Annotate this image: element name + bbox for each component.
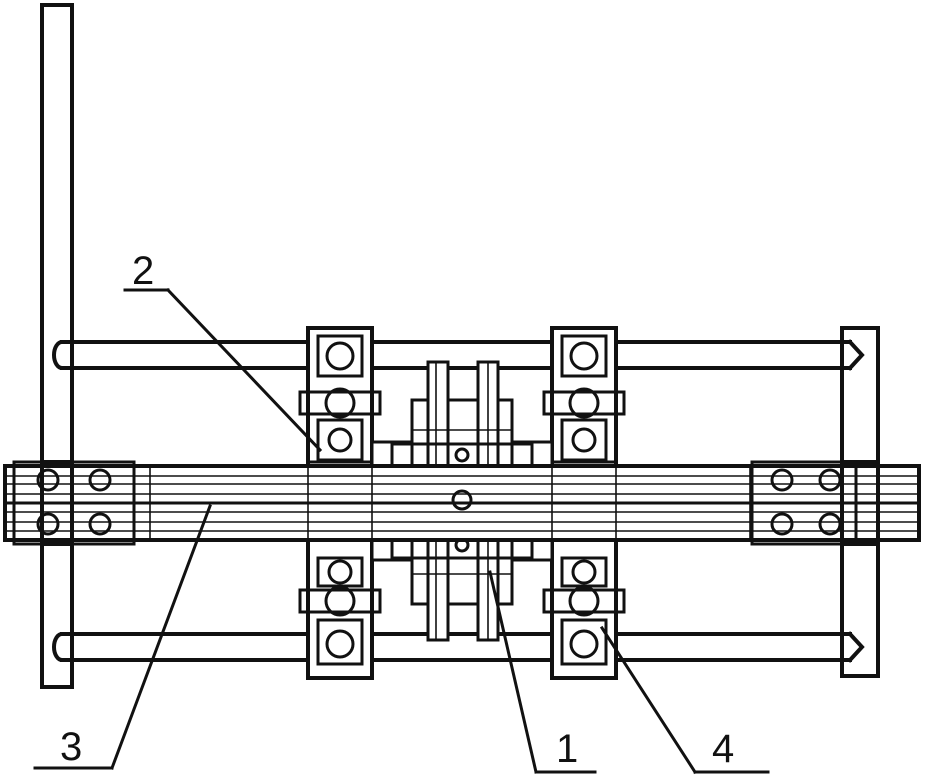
- label-4-leader: [599, 625, 698, 775]
- right-shaft-clamp: [750, 460, 880, 546]
- label-part-4: 4: [712, 727, 734, 771]
- label-part-1: 1: [556, 727, 578, 771]
- label-part-3: 3: [60, 725, 82, 769]
- leader-lines: [33, 287, 770, 775]
- label-part-2: 2: [132, 249, 154, 293]
- left-shaft-clamp: [12, 460, 136, 546]
- lower-guide-rod: [52, 631, 865, 663]
- upper-guide-rod: [52, 339, 865, 371]
- main-shaft: [3, 464, 921, 542]
- label-3-leader: [110, 504, 212, 770]
- label-2-leader: [165, 287, 323, 453]
- left-vertical-plate: [40, 3, 74, 689]
- part-labels: 2 3 1 4: [60, 249, 734, 771]
- label-1-leader: [488, 570, 538, 774]
